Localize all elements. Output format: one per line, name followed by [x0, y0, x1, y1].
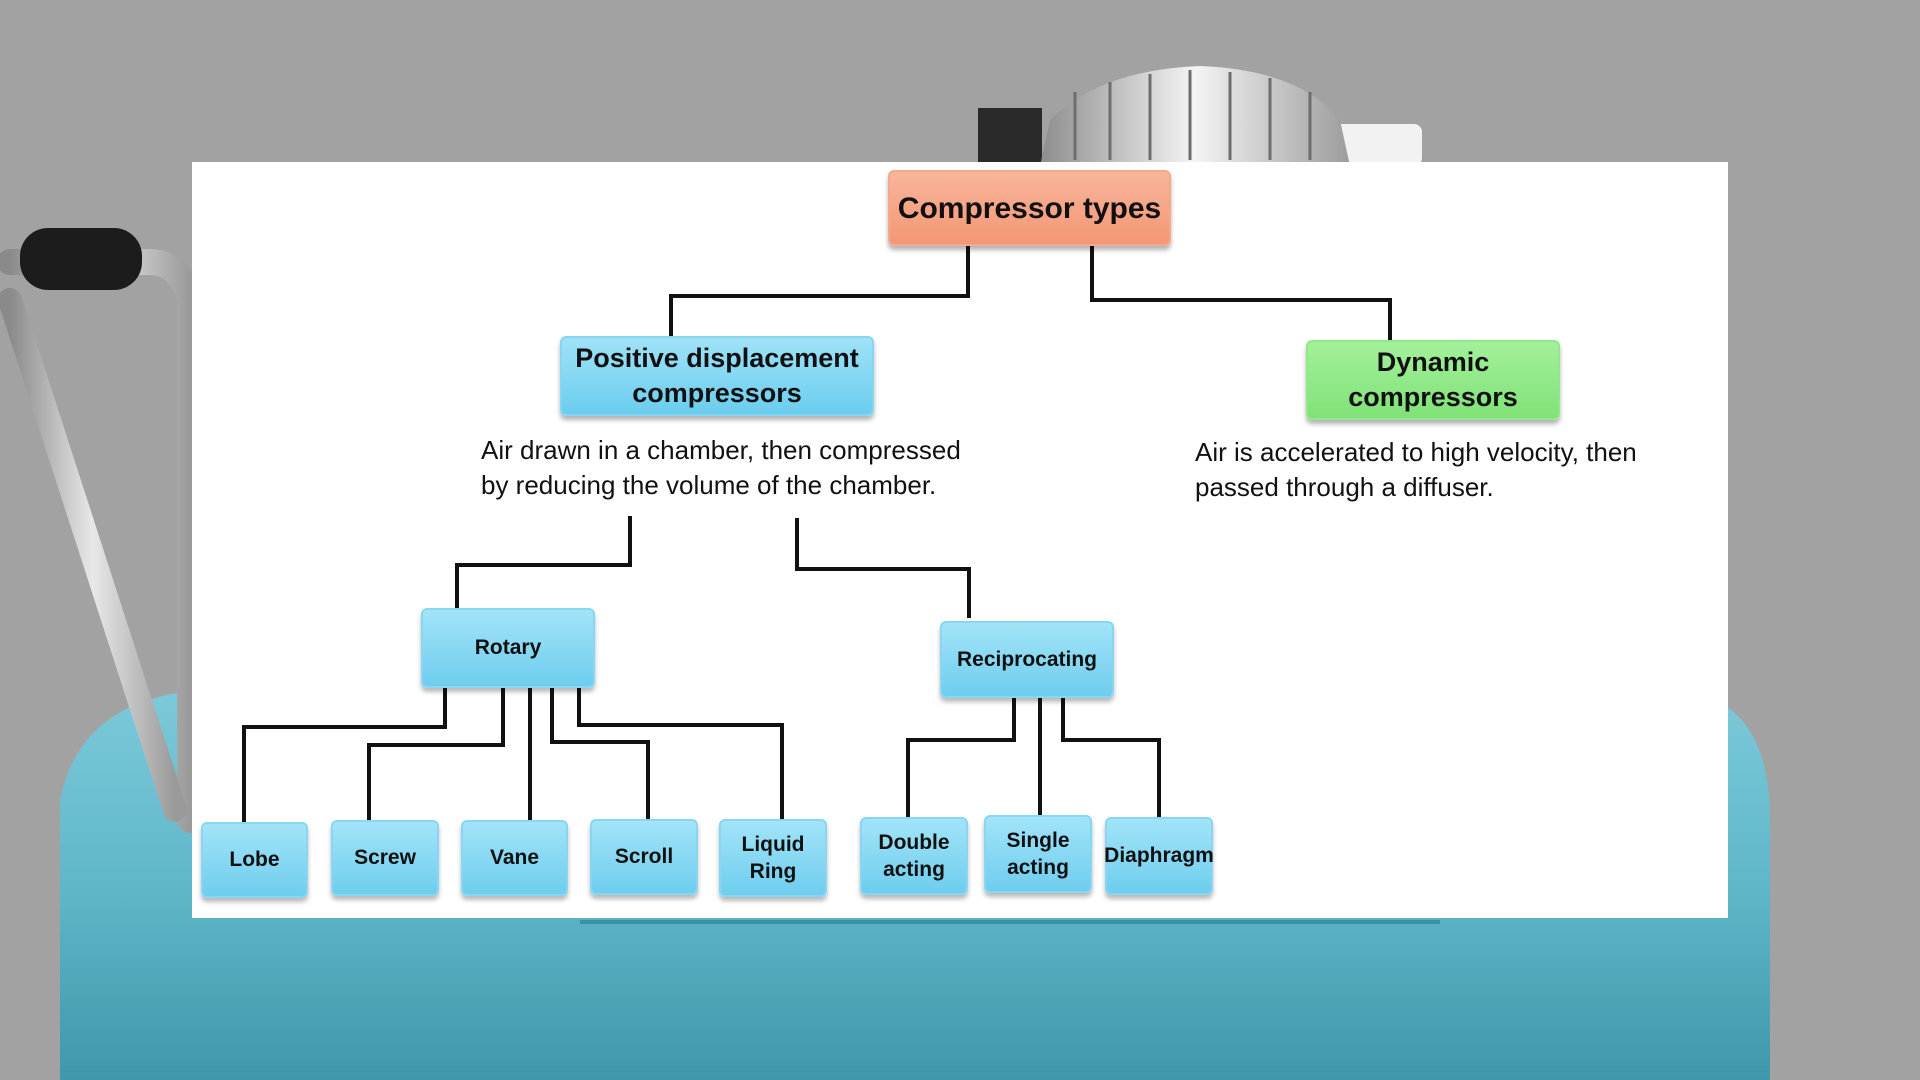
connector-rotary-screw — [367, 688, 505, 822]
connector-reciprocating-diaphragm — [1061, 698, 1161, 817]
leaf-lobe: Lobe — [201, 822, 308, 898]
node-reciprocating: Reciprocating — [940, 621, 1114, 698]
connector-rotary-liquid-ring — [577, 688, 784, 819]
leaf-single-acting: Single acting — [984, 815, 1092, 893]
diagram-panel: Compressor types Positive displacement c… — [192, 162, 1728, 918]
handle-lower-bar — [0, 288, 187, 822]
node-rotary: Rotary — [421, 608, 595, 688]
leaf-screw: Screw — [331, 820, 439, 896]
connector-rotary-lobe — [242, 688, 447, 822]
node-dynamic: Dynamic compressors — [1306, 340, 1560, 420]
node-compressor-types: Compressor types — [888, 170, 1171, 246]
leaf-scroll: Scroll — [590, 819, 698, 895]
dynamic-description: Air is accelerated to high velocity, the… — [1195, 437, 1637, 503]
connector-root-positive — [669, 246, 970, 336]
leaf-vane: Vane — [461, 820, 568, 896]
tank-seam — [580, 920, 1440, 924]
leaf-diaphragm: Diaphragm — [1104, 817, 1214, 895]
connector-rotary-scroll — [550, 688, 650, 819]
connector-reciprocating-double — [906, 698, 1016, 817]
connector-lines — [242, 246, 1392, 822]
positive-displacement-description: Air drawn in a chamber, then compressed … — [481, 435, 961, 501]
tank-handle — [0, 249, 203, 833]
motor-block — [978, 108, 1042, 166]
node-positive-displacement: Positive displacement compressors — [560, 336, 874, 416]
connector-root-dynamic — [1090, 246, 1392, 340]
fin-lines — [1073, 70, 1312, 160]
motor-cap — [1330, 124, 1422, 166]
connector-positive-reciprocating — [795, 518, 971, 618]
handle-grip — [20, 228, 142, 290]
leaf-double-acting: Double acting — [860, 817, 968, 895]
leaf-liquid-ring: Liquid Ring — [719, 819, 827, 897]
connector-positive-rotary — [455, 516, 632, 608]
motor-fins — [1040, 66, 1350, 166]
